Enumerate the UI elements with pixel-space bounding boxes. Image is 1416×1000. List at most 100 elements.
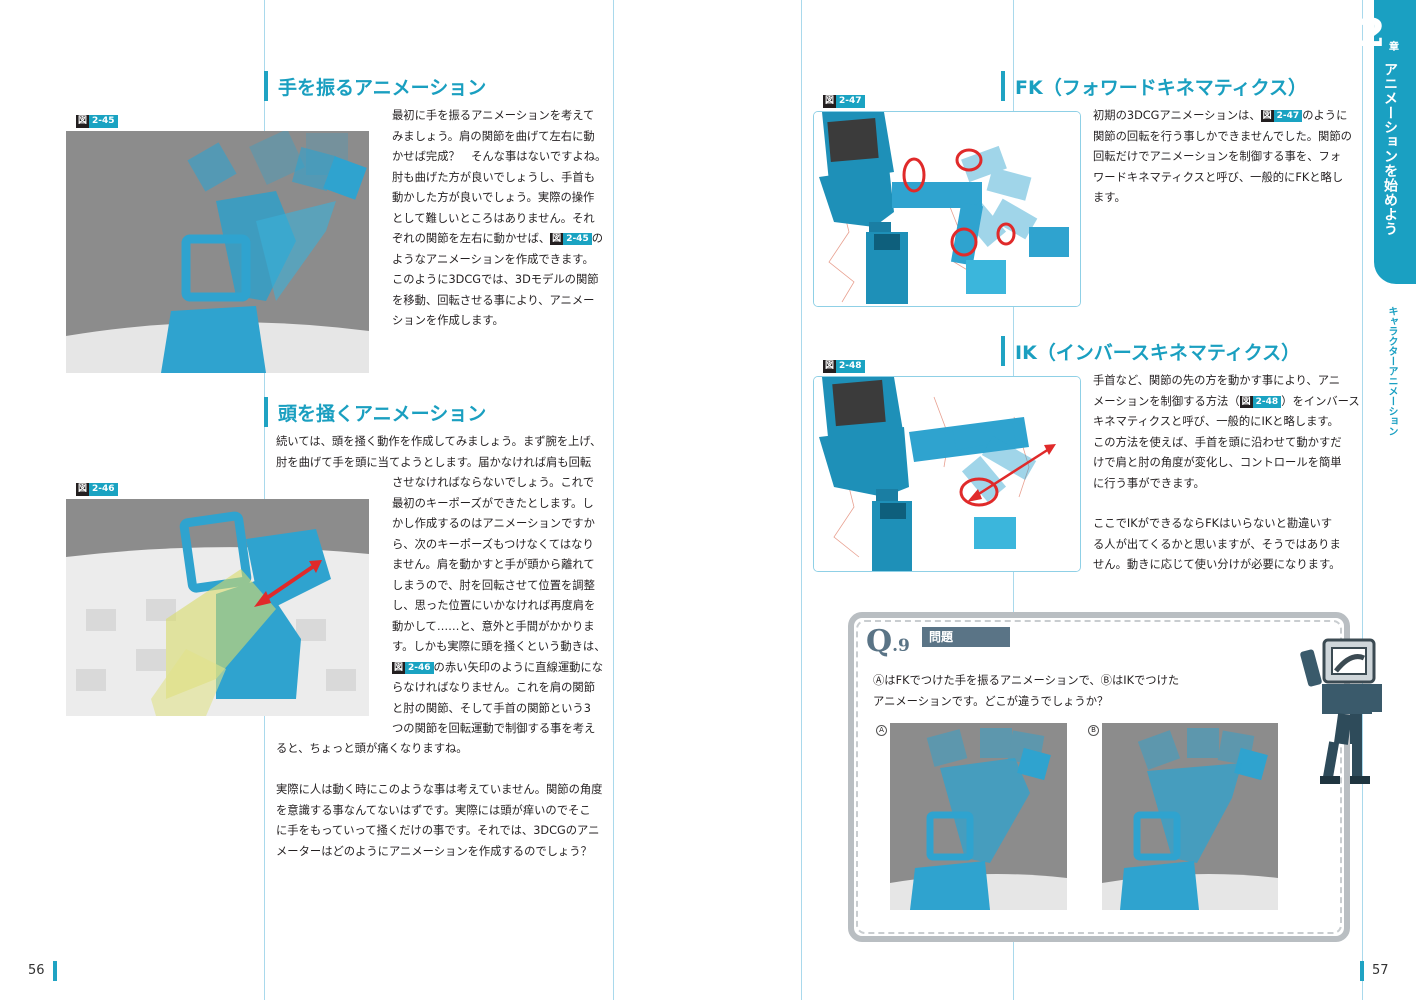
text-line: ションを作成します。 — [392, 314, 504, 327]
quiz-fk-illustration — [890, 723, 1067, 910]
text-segment: ぞれの関節を左右に動かせば、 — [392, 232, 551, 245]
text-line: ようなアニメーションを作成できます。 — [392, 252, 594, 266]
quiz-box-inner-border — [856, 620, 1342, 934]
quiz-question: ⒶはFKでつけた手を振るアニメーションで、ⒷはIKでつけた アニメーションです。… — [873, 671, 1233, 712]
text-line: 実際に人は動く時にこのような事は考えていません。関節の角度 — [276, 783, 603, 796]
figure-ref-number: 2-48 — [1252, 395, 1282, 408]
heading-text: 手を振るアニメーション — [278, 76, 487, 99]
page-number-right: 57 — [1372, 963, 1389, 978]
figure-tag-number: 2-45 — [89, 115, 118, 128]
text-segment: ）をインバース — [1281, 394, 1360, 408]
text-line: つの関節を回転運動で制御する事を考え — [392, 722, 596, 735]
text-line: る人が出てくるかと思いますが、そうではありま — [1093, 537, 1341, 551]
quiz-label: Q.9 — [866, 624, 910, 659]
page-number-bar — [1360, 961, 1364, 981]
heading-text: FK（フォワードキネマティクス） — [1015, 76, 1307, 99]
text-line: けで肩と肘の角度が変化し、コントロールを簡単 — [1093, 456, 1342, 469]
quiz-label-b: B — [1088, 723, 1099, 736]
scratch-animation-illustration — [66, 499, 369, 716]
heading-text: IK（インバースキネマティクス） — [1015, 341, 1301, 364]
text-line: す。しかも実際に頭を掻くという動きは、 — [392, 640, 606, 653]
text-line: メーターはどのようにアニメーションを作成するのでしょう？ — [276, 844, 592, 858]
text-line: ると、ちょっと頭が痛くなりますね。 — [276, 742, 468, 755]
text-line: ら、次のキーポーズもつけなくてはなり — [392, 537, 594, 551]
figure-2-45-wave-animation — [66, 131, 369, 373]
heading-bar — [264, 71, 268, 101]
text-line: しまうので、肘を回転させて位置を調整 — [392, 578, 595, 592]
robot-mascot — [1296, 638, 1386, 788]
quiz-image-b — [1102, 723, 1278, 910]
wave-animation-illustration — [66, 131, 369, 373]
ik-illustration — [814, 377, 1080, 571]
guide-line — [1362, 0, 1363, 1000]
text-line: このように3DCGでは、3Dモデルの関節 — [392, 273, 599, 286]
heading-text: 頭を掻くアニメーション — [278, 402, 487, 425]
page-number-left: 56 — [28, 963, 45, 978]
figure-tag-prefix: 図 — [76, 115, 90, 128]
text-line: 手首など、関節の先の方を動かす事により、アニ — [1093, 374, 1341, 387]
figure-2-47-fk — [813, 111, 1081, 307]
figure-ref-number: 2-47 — [1273, 110, 1303, 122]
text-segment: メーションを制御する方法（ — [1093, 394, 1240, 408]
text-segment: 初期の3DCGアニメーションは、 — [1093, 109, 1261, 122]
text-line: キネマティクスと呼び、一般的にIKと略します。 — [1093, 415, 1339, 428]
text-line: ワードキネマティクスと呼び、一般的にFKと略し — [1093, 170, 1344, 184]
ik-paragraph2: ここでIKができるならFKはいらないと勘違いす る人が出てくるかと思いますが、そ… — [1093, 514, 1355, 576]
text-segment: の — [591, 232, 604, 245]
text-line: を意識する事なんてないはずです。実際には頭が痒いのでそこ — [276, 803, 591, 817]
figure-tag-number: 2-46 — [89, 483, 118, 496]
text-line: 関節の回転を行う事しかできませんでした。関節の — [1093, 129, 1352, 143]
text-segment: の赤い矢印のように直線運動にな — [433, 660, 604, 674]
figure-tag-prefix: 図 — [76, 483, 90, 496]
quiz-label-a: A — [876, 723, 887, 736]
text-line: 動かして……と、意外と手間がかかりま — [392, 619, 595, 633]
figure-ref-number: 2-46 — [405, 661, 434, 674]
text-line: かし作成するのはアニメーションですか — [392, 517, 595, 530]
chapter-side-tab — [1374, 0, 1416, 284]
figure-tag-2-46: 図 2-46 — [76, 483, 118, 496]
circled-b: B — [1088, 725, 1099, 736]
quiz-ik-illustration — [1102, 723, 1278, 910]
figure-ref-prefix: 図 — [1260, 110, 1274, 122]
text-line: かせば完成？ そんな事はないですよね。 — [392, 150, 607, 163]
text-line: を移動、回転させる事により、アニメー — [392, 293, 595, 307]
section2-intro-text: 続いては、頭を掻く動作を作成してみましょう。まず腕を上げ、 肘を曲げて手を頭に当… — [276, 432, 606, 473]
figure-tag-number: 2-48 — [836, 360, 865, 373]
text-line: ここでIKができるならFKはいらないと勘違いす — [1093, 517, 1333, 530]
quiz-image-a — [890, 723, 1067, 910]
text-line: 続いては、頭を掻く動作を作成してみましょう。まず腕を上げ、 — [276, 435, 602, 448]
figure-ref-number: 2-45 — [563, 233, 592, 245]
figure-tag-2-45: 図 2-45 — [76, 115, 118, 128]
section2-closing-text: ると、ちょっと頭が痛くなりますね。 — [276, 739, 606, 760]
text-line: この方法を使えば、手首を頭に沿わせて動かすだ — [1093, 435, 1342, 449]
side-section-label: キャラクターアニメーション — [1386, 306, 1397, 436]
quiz-q-letter: Q — [866, 624, 893, 659]
text-line: 動かした方が良いでしょう。実際の操作 — [392, 191, 595, 204]
heading-bar — [264, 397, 268, 427]
figure-tag-prefix: 図 — [823, 360, 837, 373]
text-line: 肘も曲げた方が良いでしょうし、手首も — [392, 170, 596, 184]
section-heading-ik: IK（インバースキネマティクス） — [1001, 336, 1300, 366]
section-heading-scratch: 頭を掻くアニメーション — [264, 397, 486, 427]
text-line: と肘の関節、そして手首の関節という3 — [392, 701, 591, 715]
section2-wrapped-text: させなければならないでしょう。これで 最初のキーポーズができたとします。し かし… — [392, 473, 607, 740]
section1-text: 最初に手を振るアニメーションを考えて みましょう。肩の関節を曲げて左右に動 かせ… — [392, 106, 607, 332]
text-line: させなければならないでしょう。これで — [392, 476, 594, 489]
figure-tag-2-47: 図 2-47 — [823, 95, 865, 108]
chapter-suffix: 章 — [1389, 42, 1399, 53]
text-line: アニメーションです。どこが違うでしょうか？ — [873, 694, 1109, 708]
text-line: ます。 — [1093, 191, 1126, 204]
text-line: みましょう。肩の関節を曲げて左右に動 — [392, 129, 595, 143]
figure-2-48-ik — [813, 376, 1081, 572]
figure-ref-prefix: 図 — [1239, 395, 1253, 408]
text-line: 最初に手を振るアニメーションを考えて — [392, 109, 595, 122]
